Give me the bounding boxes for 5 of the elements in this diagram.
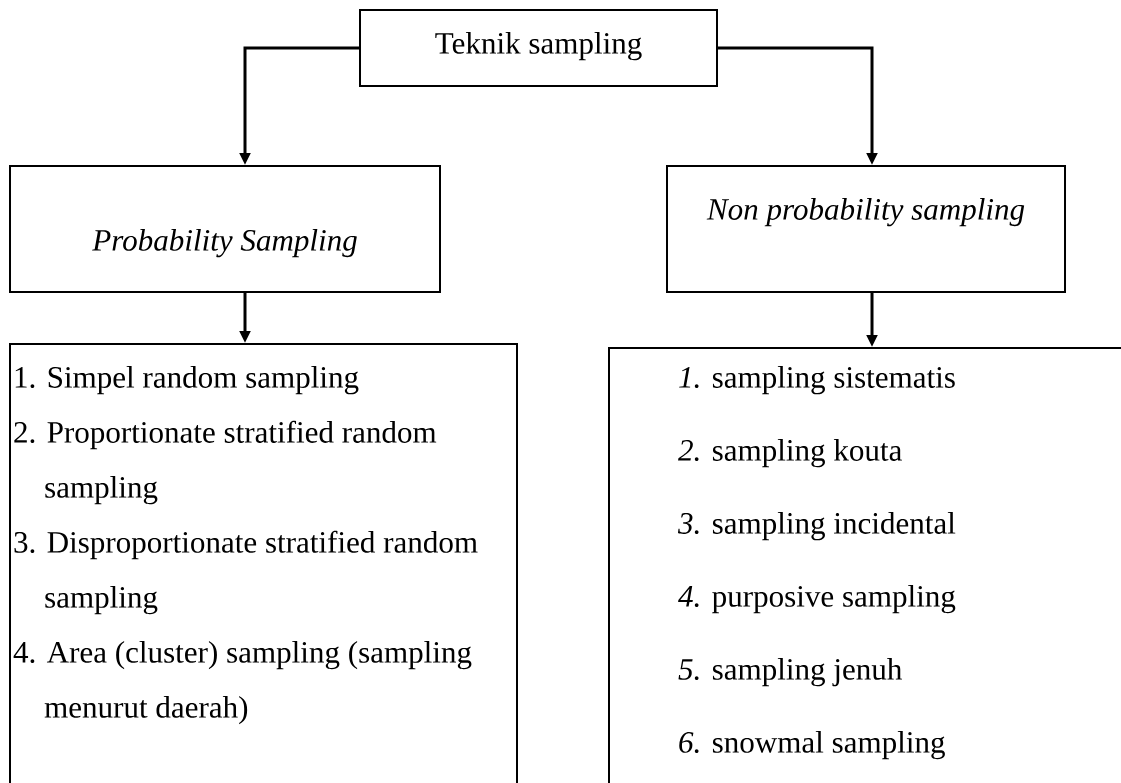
category-box: Probability Sampling <box>9 165 441 293</box>
list-box: 1. Simpel random sampling 2. Proportionate stratified random sampling 3. Disproportionate stratified random sampling 4. Area (cluster) sampling (sampling menurut daerah) <box>9 343 518 783</box>
list-box: 1. sampling sistematis 2. sampling kouta 3. sampling incidental 4. purposive sampling 5. sampling jenuh 6. snowmal sampling <box>608 347 1121 783</box>
title-box: Teknik sampling <box>359 9 718 87</box>
category-box: Non probability sampling <box>666 165 1066 293</box>
